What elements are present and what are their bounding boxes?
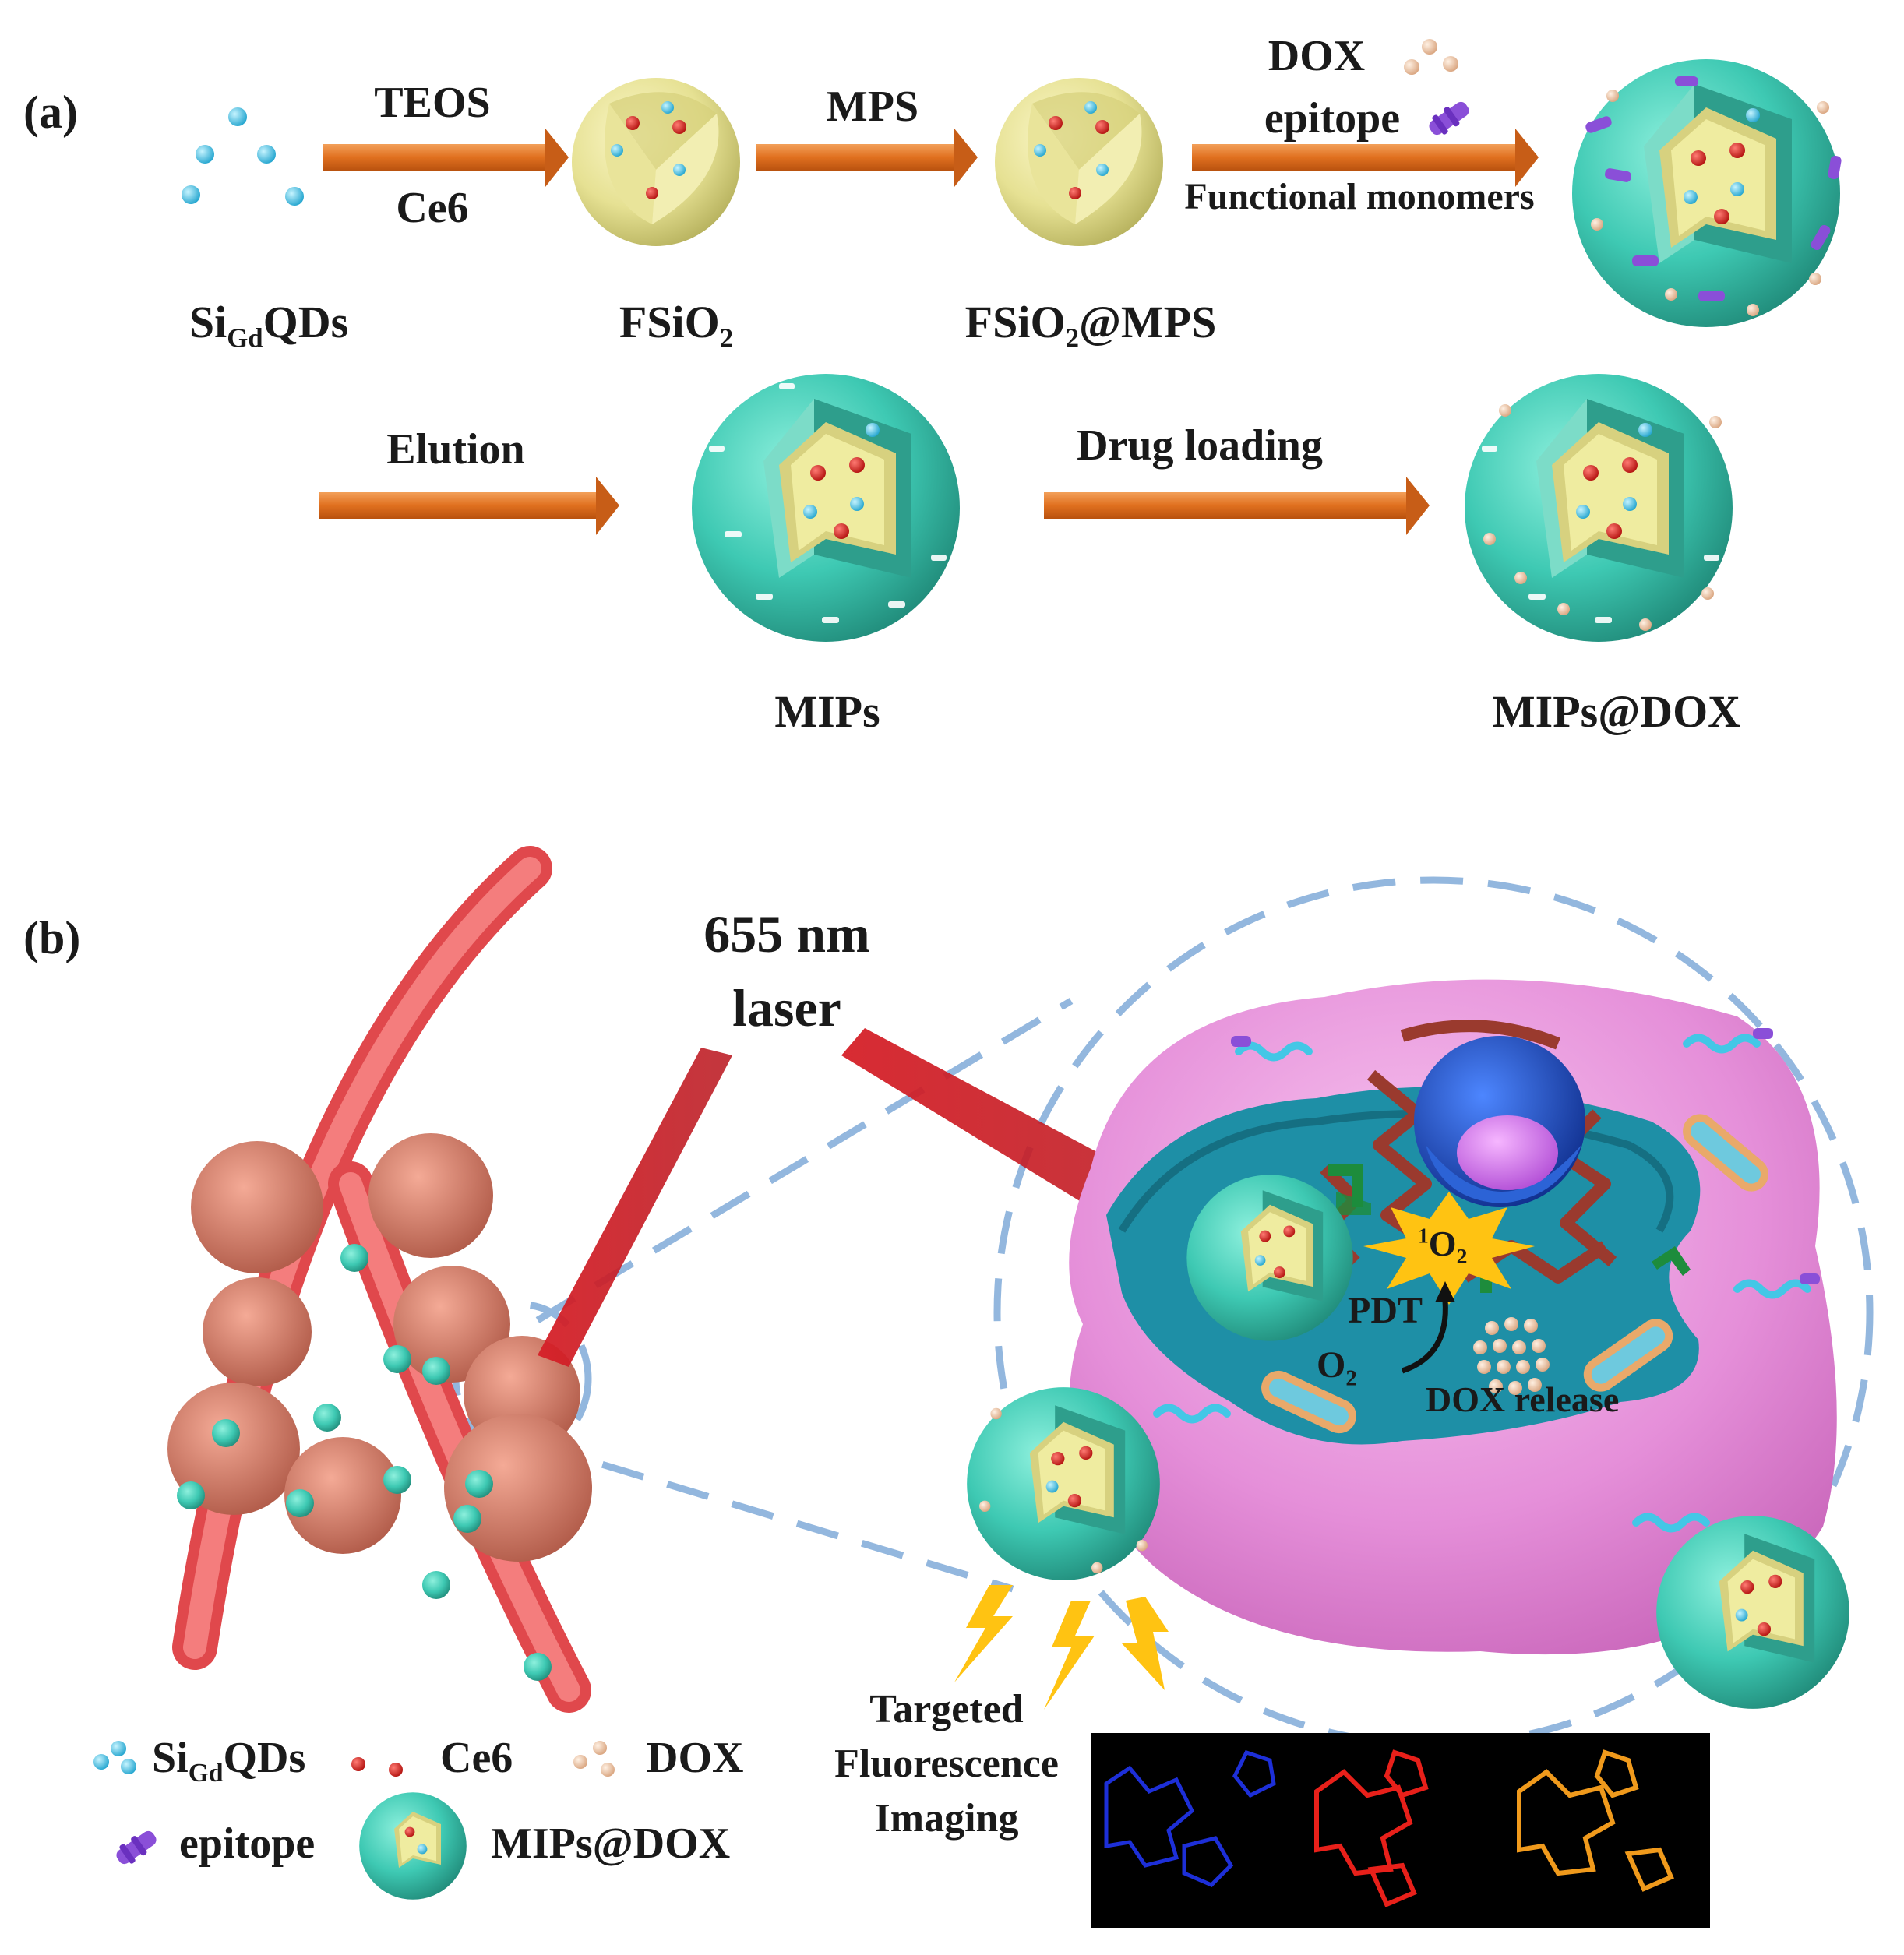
red-channel-cells bbox=[1314, 1749, 1429, 1907]
vessel-nanoparticles bbox=[177, 1244, 552, 1681]
fsio2-sub: 2 bbox=[719, 322, 734, 354]
fluorescence-bolts bbox=[954, 1585, 1169, 1710]
sigd-qds-tail: QDs bbox=[263, 297, 349, 347]
mips-in-cell bbox=[1186, 1175, 1353, 1341]
fsio2-mps-sphere bbox=[995, 78, 1163, 246]
mips-dox-caption: MIPs@DOX bbox=[1492, 686, 1741, 737]
panel-b-label: (b) bbox=[23, 912, 81, 963]
singlet-oxygen-label: 1O2 bbox=[1418, 1223, 1467, 1269]
fsio2-caption: FSiO2 bbox=[619, 296, 733, 354]
singlet-oxygen-sup: 1 bbox=[1418, 1223, 1429, 1248]
teos-label: TEOS bbox=[374, 79, 491, 127]
legend-qds-sub: Gd bbox=[188, 1759, 224, 1788]
arrow-drug-loading bbox=[1044, 477, 1430, 535]
mps-label: MPS bbox=[826, 83, 919, 131]
legend-qds-tail: QDs bbox=[223, 1734, 306, 1782]
sigd-qds-main: Si bbox=[189, 297, 227, 347]
cell-epitope-caps bbox=[1231, 1028, 1820, 1284]
blue-channel-cells bbox=[1104, 1749, 1276, 1887]
arrow-mps bbox=[756, 129, 978, 187]
tumor-cluster bbox=[167, 1133, 592, 1562]
singlet-oxygen-sub: 2 bbox=[1456, 1244, 1468, 1269]
mips-particle bbox=[692, 374, 960, 642]
ce6-step-label: Ce6 bbox=[396, 184, 469, 232]
singlet-oxygen-main: O bbox=[1428, 1224, 1457, 1263]
singlet-oxygen-burst bbox=[1363, 1192, 1535, 1305]
pdt-arrow bbox=[1401, 1281, 1455, 1374]
cell-surface-epitopes bbox=[1153, 1034, 1811, 1533]
imaging-line-3: Imaging bbox=[874, 1796, 1019, 1841]
fsio2-main: FSiO bbox=[619, 297, 720, 347]
laser-wavelength-label: 655 nm bbox=[703, 904, 870, 963]
dox-release-dots bbox=[1473, 1317, 1550, 1395]
dox-step-label: DOX bbox=[1268, 32, 1366, 80]
fluorescence-image-strip bbox=[1091, 1733, 1710, 1928]
panel-a-label: (a) bbox=[23, 86, 78, 138]
imprinted-particle bbox=[1572, 59, 1842, 327]
drug-loading-label: Drug loading bbox=[1077, 421, 1323, 470]
arrow-functional-monomers bbox=[1192, 129, 1539, 187]
sigd-qds-caption: SiGdQDs bbox=[189, 296, 348, 354]
oxygen-sub: 2 bbox=[1345, 1365, 1357, 1391]
pdt-label: PDT bbox=[1348, 1290, 1423, 1331]
mips-bottom-right bbox=[1656, 1516, 1849, 1709]
nucleus bbox=[1414, 1036, 1585, 1207]
mips-caption: MIPs bbox=[774, 686, 880, 737]
legend-ce6: Ce6 bbox=[440, 1734, 513, 1782]
legend-qds-main: Si bbox=[152, 1734, 189, 1782]
legend-sigd-qds: SiGdQDs bbox=[152, 1733, 305, 1788]
panel-a bbox=[182, 39, 1842, 642]
legend-mips-dox: MIPs@DOX bbox=[491, 1819, 731, 1868]
laser-label: laser bbox=[732, 978, 841, 1037]
arrow-teos bbox=[323, 129, 569, 187]
oxygen-label: O2 bbox=[1317, 1344, 1357, 1392]
fsio2-sphere bbox=[572, 78, 740, 246]
dox-release-label: DOX release bbox=[1426, 1379, 1620, 1419]
epitope-step-label: epitope bbox=[1264, 94, 1401, 143]
legend-icons bbox=[93, 1741, 615, 1900]
fsio2-mps-main: FSiO bbox=[964, 297, 1066, 347]
sigd-qds-dots bbox=[182, 107, 304, 206]
orange-channel-cells bbox=[1517, 1749, 1674, 1892]
arrow-elution bbox=[319, 477, 619, 535]
fsio2-mps-tail: @MPS bbox=[1078, 297, 1217, 347]
fsio2-mps-sub: 2 bbox=[1065, 322, 1079, 354]
mitochondria bbox=[1261, 1114, 1768, 1434]
sigd-qds-sub: Gd bbox=[227, 322, 263, 354]
mips-approaching-cell bbox=[967, 1387, 1160, 1580]
elution-label: Elution bbox=[386, 425, 525, 474]
laser-beam-left bbox=[538, 1048, 732, 1367]
oxygen-main: O bbox=[1317, 1344, 1346, 1386]
fsio2-mps-caption: FSiO2@MPS bbox=[965, 296, 1217, 354]
functional-monomers-label: Functional monomers bbox=[1184, 176, 1535, 217]
panel-b bbox=[93, 846, 1874, 1928]
imaging-line-1: Targeted bbox=[869, 1687, 1024, 1731]
imaging-line-2: Fluorescence bbox=[834, 1742, 1059, 1786]
legend-epitope: epitope bbox=[179, 1819, 316, 1868]
dox-dots-a bbox=[1404, 39, 1458, 75]
mips-dox-particle bbox=[1465, 374, 1733, 642]
epitope-icon-a bbox=[1429, 101, 1469, 136]
legend-dox: DOX bbox=[647, 1734, 744, 1782]
